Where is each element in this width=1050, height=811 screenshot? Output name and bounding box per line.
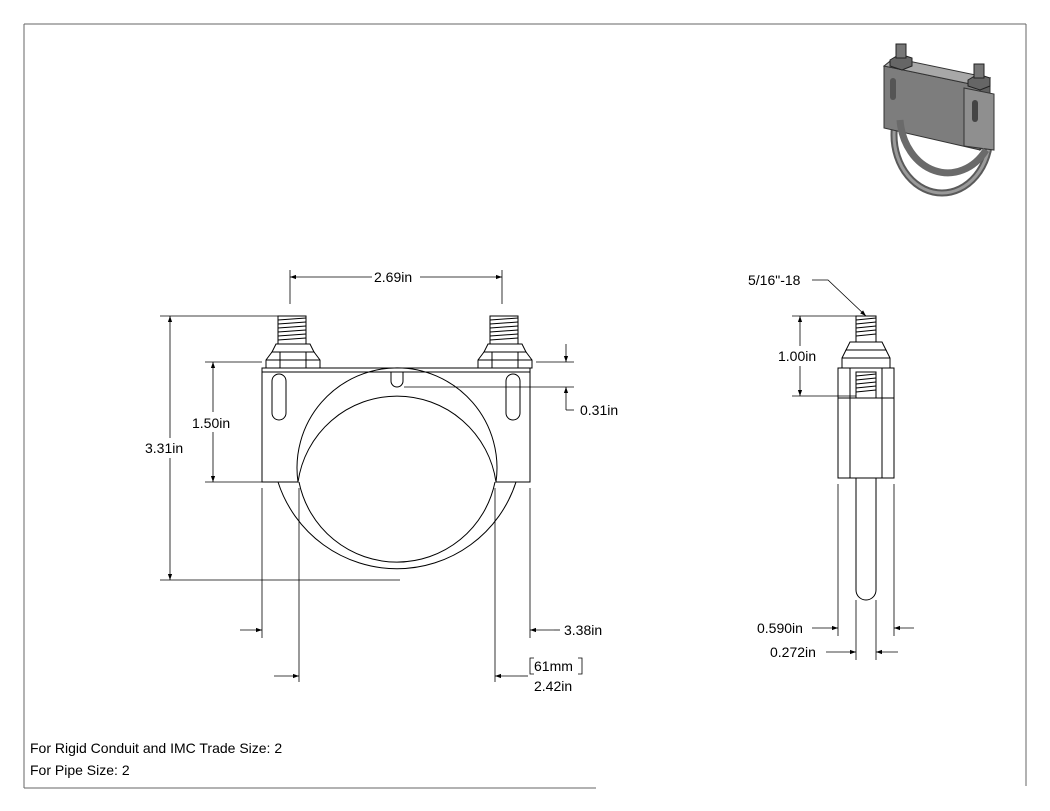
left-thread bbox=[277, 315, 307, 345]
right-thread bbox=[489, 315, 519, 345]
side-thread bbox=[855, 315, 877, 399]
dim-thread-spec: 5/16"-18 bbox=[748, 272, 801, 288]
side-dimension-labels: 5/16"-18 1.00in 0.590in 0.272in bbox=[748, 272, 816, 660]
bracket-plate bbox=[261, 367, 531, 483]
front-dimensions bbox=[160, 270, 583, 682]
iso-right-bolt bbox=[967, 63, 991, 91]
dim-inner-diameter-in: 2.42in bbox=[534, 678, 572, 694]
dim-rod-diameter: 0.272in bbox=[770, 644, 816, 660]
side-rod bbox=[855, 398, 877, 601]
side-nut bbox=[841, 349, 891, 369]
dim-side-width: 0.590in bbox=[757, 620, 803, 636]
dim-outer-width: 3.38in bbox=[564, 622, 602, 638]
u-bolt-outer bbox=[277, 481, 517, 570]
center-notch bbox=[390, 372, 404, 388]
dim-bracket-height: 1.50in bbox=[192, 415, 230, 431]
note-pipe-size: For Pipe Size: 2 bbox=[30, 762, 130, 778]
isometric-preview bbox=[882, 43, 995, 197]
u-bolt-inner bbox=[298, 481, 496, 563]
note-conduit-size: For Rigid Conduit and IMC Trade Size: 2 bbox=[30, 740, 283, 756]
sheet-border bbox=[23, 23, 1027, 789]
clamp-circle bbox=[296, 367, 498, 483]
front-view bbox=[261, 315, 533, 570]
side-view bbox=[837, 315, 895, 601]
iso-left-bolt bbox=[889, 43, 913, 71]
dim-bolt-spacing: 2.69in bbox=[374, 269, 412, 285]
side-dimensions bbox=[792, 279, 914, 660]
front-dimension-labels: 2.69in 3.31in 1.50in 0.31in 3.38in 61mm … bbox=[145, 269, 618, 694]
dim-total-height: 3.31in bbox=[145, 440, 183, 456]
dim-slot-depth: 0.31in bbox=[580, 402, 618, 418]
dim-inner-diameter-mm: 61mm bbox=[534, 658, 573, 674]
dim-thread-length: 1.00in bbox=[778, 348, 816, 364]
right-slot bbox=[505, 373, 521, 421]
left-slot bbox=[271, 373, 287, 421]
